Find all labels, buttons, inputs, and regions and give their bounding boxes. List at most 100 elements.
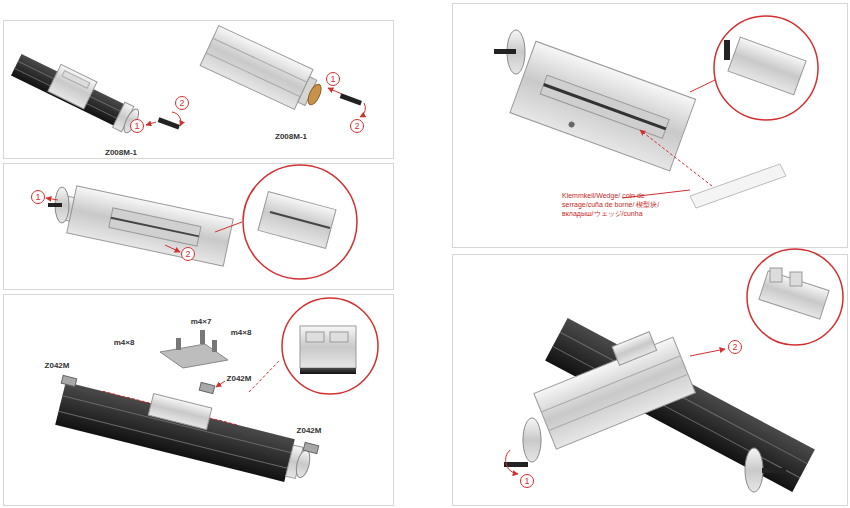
cross-slide <box>612 332 657 366</box>
direction-arrow <box>506 349 725 474</box>
gib-block <box>61 375 77 386</box>
panel-frame <box>4 164 394 290</box>
direction-arrow <box>328 88 365 117</box>
part-label: m4×8 <box>113 339 136 348</box>
detail-magnifier <box>270 212 330 228</box>
part-label: m4×8 <box>230 329 253 338</box>
clamp-plate <box>160 330 228 368</box>
direction-arrow <box>146 122 156 125</box>
detail-magnifier <box>759 271 829 319</box>
slide-rail <box>294 449 312 479</box>
upper-slide <box>109 208 201 246</box>
detail-magnifier <box>282 298 378 394</box>
slide-rail <box>62 71 90 89</box>
panel-frame <box>4 21 394 159</box>
wedge-gib <box>690 164 786 208</box>
gib-block <box>303 442 319 453</box>
part-label: Z008M-1 <box>104 149 138 158</box>
gib-block <box>199 382 215 393</box>
upper-slide <box>206 53 300 97</box>
upper-slide <box>200 26 313 110</box>
leader-line <box>216 381 225 387</box>
slide-rail <box>48 64 97 108</box>
upper-slide <box>568 121 576 129</box>
detail-magnifier <box>747 249 843 345</box>
direction-arrow <box>506 450 518 474</box>
detail-magnifier <box>728 37 806 95</box>
lead-screw <box>158 117 180 129</box>
panel-frame <box>4 4 848 506</box>
detail-magnifier <box>747 249 843 345</box>
handwheel <box>494 30 525 74</box>
upper-slide <box>55 183 233 266</box>
slide-rail <box>55 382 295 482</box>
detail-magnifier <box>300 326 356 368</box>
lead-screw <box>340 93 362 105</box>
callout-number: 1 <box>520 474 534 488</box>
handwheel <box>745 448 763 492</box>
part-label: m4×7 <box>190 318 213 327</box>
clamp-plate <box>200 330 205 344</box>
panel-frame <box>453 255 848 506</box>
direction-arrow <box>690 349 725 356</box>
handwheel <box>504 418 786 492</box>
detail-magnifier <box>690 16 818 120</box>
detail-magnifier <box>306 332 324 342</box>
part-label: Klemmkeil/Wedge/ coin de serrage/cuña de… <box>562 192 684 218</box>
detail-magnifier <box>330 332 348 342</box>
upper-slide <box>544 84 666 128</box>
detail-magnifier <box>690 80 715 92</box>
lead-screw <box>340 93 362 105</box>
direction-arrow <box>328 88 342 94</box>
part-label: Z042M <box>44 362 71 371</box>
slide-rail <box>10 47 144 136</box>
upper-slide <box>200 26 328 117</box>
part-label: Z042M <box>226 375 253 384</box>
detail-magnifier <box>770 268 782 282</box>
wedge-gib <box>690 164 786 208</box>
detail-magnifier <box>300 368 356 374</box>
part-label: Z042M <box>296 427 323 436</box>
gib-block <box>61 375 319 453</box>
slide-rail <box>18 61 124 113</box>
panel-frame <box>453 4 848 248</box>
leader-line <box>216 360 280 392</box>
handwheel <box>762 468 786 473</box>
detail-magnifier <box>282 298 378 394</box>
slide-rail <box>55 372 316 486</box>
detail-magnifier <box>724 40 730 60</box>
upper-slide <box>540 75 669 138</box>
cross-slide <box>549 374 688 430</box>
leader-line <box>622 130 712 198</box>
handwheel <box>48 187 69 223</box>
callout-number: 2 <box>728 340 742 354</box>
direction-arrow <box>360 103 365 117</box>
clamp-plate <box>160 344 228 368</box>
panel-frame <box>4 295 394 506</box>
cross-slide <box>541 356 680 412</box>
cross-slide <box>529 324 696 449</box>
callout-number: 2 <box>175 96 189 110</box>
direction-arrow <box>146 112 181 126</box>
callout-number: 2 <box>181 247 195 261</box>
upper-slide <box>213 38 307 82</box>
direction-arrow <box>46 198 180 252</box>
callout-number: 1 <box>130 119 144 133</box>
slide-rail <box>148 394 212 430</box>
leader-line <box>640 130 712 186</box>
detail-magnifier <box>258 192 336 249</box>
upper-slide <box>305 82 323 106</box>
detail-magnifier <box>243 165 357 279</box>
callout-number: 1 <box>326 72 340 86</box>
leader-line <box>249 360 280 392</box>
upper-slide <box>111 218 199 237</box>
callout-number: 1 <box>31 190 45 204</box>
detail-magnifier <box>790 272 802 286</box>
clamp-plate <box>212 340 217 352</box>
callout-number: 2 <box>350 119 364 133</box>
direction-arrow <box>165 245 180 252</box>
handwheel <box>494 49 516 54</box>
direction-arrow <box>172 112 181 126</box>
handwheel <box>48 203 62 207</box>
